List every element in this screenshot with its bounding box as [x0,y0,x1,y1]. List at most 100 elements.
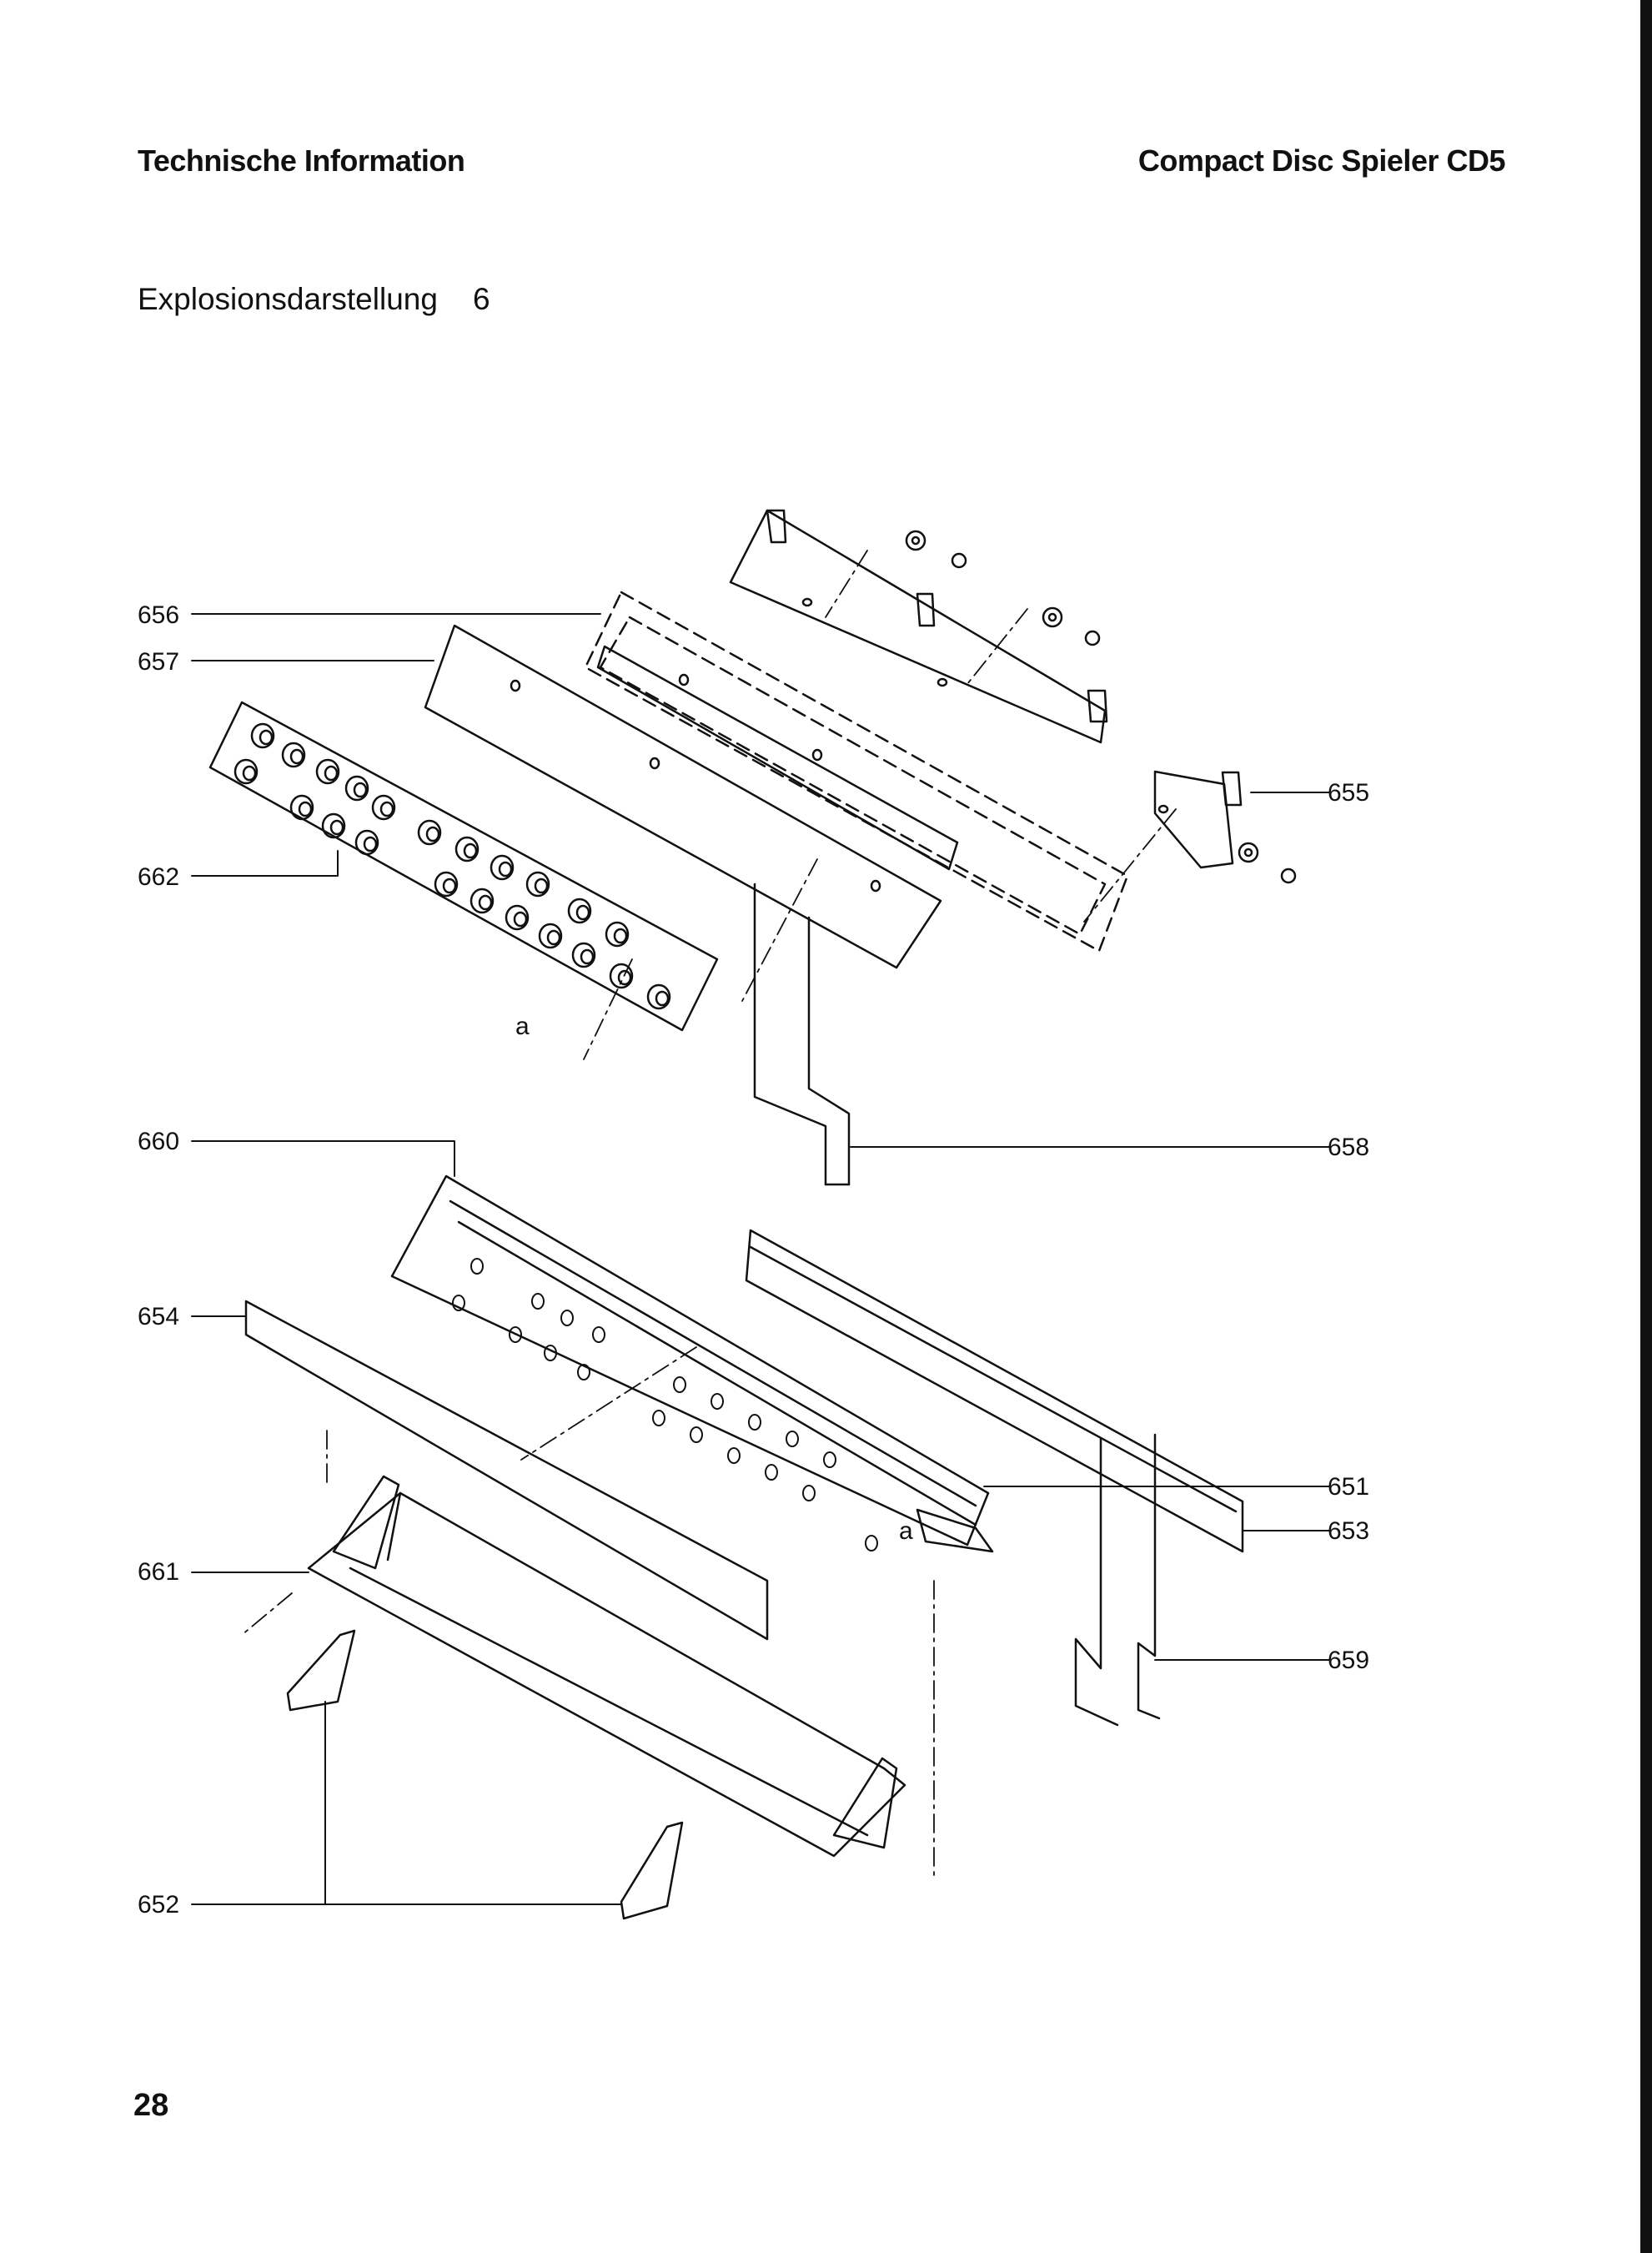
button-knob-inner [478,894,493,911]
button-knob-inner [513,911,528,928]
button-knob [321,812,346,839]
button-knob-inner [379,801,394,817]
button-knob [646,983,671,1010]
label-660: 660 [138,1128,179,1155]
board-hole [748,1414,761,1431]
button-knob-inner [498,861,513,878]
assembly-lines [241,550,1177,1882]
button-knob-inner [329,819,344,836]
label-662: 662 [138,863,179,891]
board-hole [711,1393,724,1410]
button-knob-inner [655,990,670,1007]
part-653-side-bar [745,1229,1244,1553]
button-knob-inner [534,878,549,894]
part-654-long-strip [244,1300,769,1641]
button-knob [567,898,592,924]
button-knob [505,904,530,931]
board-hole [652,1410,665,1426]
part-660-switch-board [390,1174,994,1553]
label-653: 653 [1328,1517,1369,1545]
button-knob-inner [324,765,339,782]
part-656-dashed-frame [584,591,1129,953]
button-knob-inner [363,836,378,852]
button-knob [609,963,634,989]
header-title-right: Compact Disc Spieler CD5 [1137,143,1506,178]
button-knob [434,871,459,898]
button-knob [344,775,369,802]
subtitle-text: Explosionsdarstellung [138,282,438,316]
board-hole [690,1426,703,1443]
part-658-flex-cable [753,883,851,1186]
button-knob [289,794,314,821]
button-knob-inner [617,969,632,986]
button-knob-inner [580,948,595,965]
marker-a-top: a [515,1013,530,1040]
section-subtitle: Explosionsdarstellung 6 [138,282,490,317]
board-hole [509,1326,522,1343]
board-hole [592,1326,605,1343]
part-655-bracket-rail [729,509,1243,869]
button-knob-inner [463,842,478,859]
button-knob-inner [613,928,628,944]
button-knob-inner [575,904,590,921]
label-654: 654 [138,1303,179,1330]
board-hole [577,1364,590,1380]
button-knob-inner [353,782,368,798]
button-knob [605,921,630,948]
button-knob-inner [289,748,304,765]
button-knob [250,722,275,749]
page-number: 28 [133,2088,169,2123]
button-knob-inner [298,801,313,817]
board-hole [560,1310,574,1326]
part-661-tray [307,1475,906,1858]
board-hole [802,1485,816,1501]
leader-lines [191,613,1331,1905]
button-knob [233,758,259,785]
part-662-buttons [233,722,671,1010]
label-657: 657 [138,648,179,676]
button-knob [525,871,550,898]
part-652-brackets [286,1629,684,1920]
button-knob-inner [242,765,257,782]
part-659-ribbon-cable [1074,1433,1161,1727]
label-659: 659 [1328,1647,1369,1674]
board-hole [544,1345,557,1361]
button-knob [571,942,596,968]
button-knob-inner [259,729,274,746]
part-657-window-panel [424,624,959,969]
page-edge-shadow [1640,0,1652,2253]
button-knob [315,758,340,785]
button-knob-inner [425,826,440,842]
board-hole [673,1376,686,1393]
button-knob-inner [546,929,561,946]
button-knob-inner [442,878,457,894]
part-655-screws [905,530,1297,884]
label-661: 661 [138,1558,179,1586]
button-knob [354,829,379,856]
button-knob [469,888,495,914]
label-658: 658 [1328,1134,1369,1161]
board-hole [452,1295,465,1311]
button-knob [417,819,442,846]
label-656: 656 [138,601,179,629]
board-hole [765,1464,778,1481]
label-655: 655 [1328,779,1369,807]
board-hole [727,1447,741,1464]
part-662-button-strip [208,701,719,1032]
button-knob [281,742,306,768]
marker-a-bottom: a [899,1517,913,1545]
header-title-left: Technische Information [138,143,465,178]
label-651: 651 [1328,1473,1369,1501]
board-hole [823,1451,836,1468]
button-knob [490,854,515,881]
subtitle-number: 6 [472,282,490,316]
part-660-holes [452,1258,878,1551]
board-hole [531,1293,545,1310]
label-652: 652 [138,1891,179,1919]
board-hole [470,1258,484,1275]
board-hole [865,1535,878,1551]
board-hole [786,1431,799,1447]
button-knob [454,836,480,862]
button-knob [538,923,563,949]
